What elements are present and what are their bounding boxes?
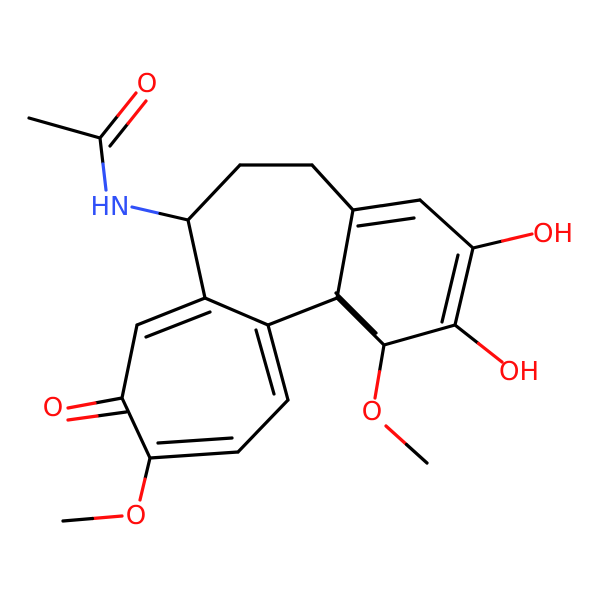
methoxy-bottom-o-bond-a [143, 456, 152, 481]
a-ring-3-inner [440, 253, 460, 324]
methoxy-top-o-bond-a [377, 343, 386, 374]
carbonyl-double-1-a [98, 113, 120, 140]
carbonyl-n-bond-b [101, 162, 108, 192]
c7a-c12a-bond [203, 296, 270, 327]
methoxy-bottom-ch3-bond-b [61, 516, 95, 523]
methoxy-oxygen-bottom-label: O [126, 501, 146, 531]
hydroxyl-lower-label: OH [499, 357, 539, 387]
n-c7-bond-a [130, 205, 162, 216]
oh-lower-bond-a [453, 323, 481, 346]
oh-upper-bond-a [471, 239, 505, 250]
methoxy-bottom-o-bond-b [138, 477, 147, 502]
carbonyl-n-bond-a [98, 136, 105, 166]
c7-c6-bond [186, 163, 242, 222]
methoxy-top-ch3-bond-b [404, 442, 429, 465]
c-ring-6 [266, 323, 290, 402]
a-ring-5 [335, 296, 386, 347]
oh-upper-bond-b [500, 232, 534, 243]
ketone-double-1-a [93, 396, 124, 405]
c-ring-1-inner [144, 310, 212, 339]
a-ring-1 [351, 198, 422, 212]
methoxy-bottom-ch3-bond-a [90, 514, 124, 521]
a-ring-4 [382, 323, 457, 347]
label-layer: O HN O OH OH O O [43, 69, 573, 531]
c7-c7a-bond [186, 218, 207, 300]
n-c7-bond-b [158, 211, 190, 222]
c-ring-5 [236, 398, 290, 454]
ketone-double-1-b [66, 401, 97, 410]
c-ring-2 [120, 323, 139, 400]
c12a-c12b-bond [266, 296, 339, 327]
c-ring-3 [120, 396, 152, 460]
methyl-carbonyl-bond [27, 116, 102, 140]
a-ring-3 [453, 246, 475, 327]
ketone-double-2-b [66, 414, 99, 422]
hydroxyl-upper-label: OH [533, 219, 573, 249]
c-ring-1 [135, 296, 207, 327]
ketone-double-2-a [95, 410, 128, 418]
carbonyl-double-1-b [116, 91, 138, 118]
carbonyl-double-2-b [126, 99, 148, 126]
amide-nh-label: HN [91, 192, 130, 222]
a-ring-5-inner [334, 291, 378, 335]
methoxy-top-o-bond-b [373, 369, 382, 400]
carbonyl-double-2-a [108, 121, 130, 148]
c5-c4a-bond [310, 163, 355, 212]
methoxy-oxygen-top-label: O [362, 397, 382, 427]
methoxy-top-ch3-bond-a [384, 424, 409, 447]
a-ring-2 [418, 198, 475, 250]
bond-layer [27, 91, 534, 523]
c-ring-6-inner [254, 328, 276, 396]
ketone-oxygen-label: O [43, 393, 63, 423]
oh-lower-bond-b [476, 341, 504, 364]
a-ring-1-inner [356, 216, 416, 228]
a-ring-6 [335, 208, 355, 300]
c-ring-4-inner [156, 436, 234, 445]
c-ring-4 [148, 450, 240, 460]
amide-carbonyl-oxygen-label: O [137, 69, 157, 99]
